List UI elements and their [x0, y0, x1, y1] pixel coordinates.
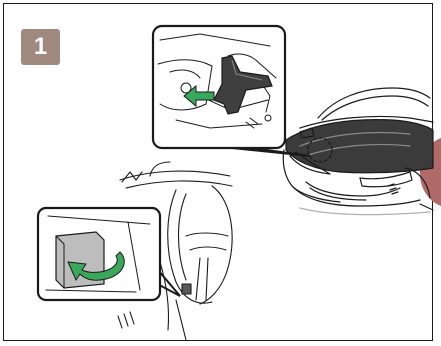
- car-illustration: [283, 88, 433, 215]
- detail-box-release-lever: [38, 208, 160, 300]
- detail-box-hood-latch: [153, 26, 285, 148]
- step-number-badge: 1: [21, 29, 60, 65]
